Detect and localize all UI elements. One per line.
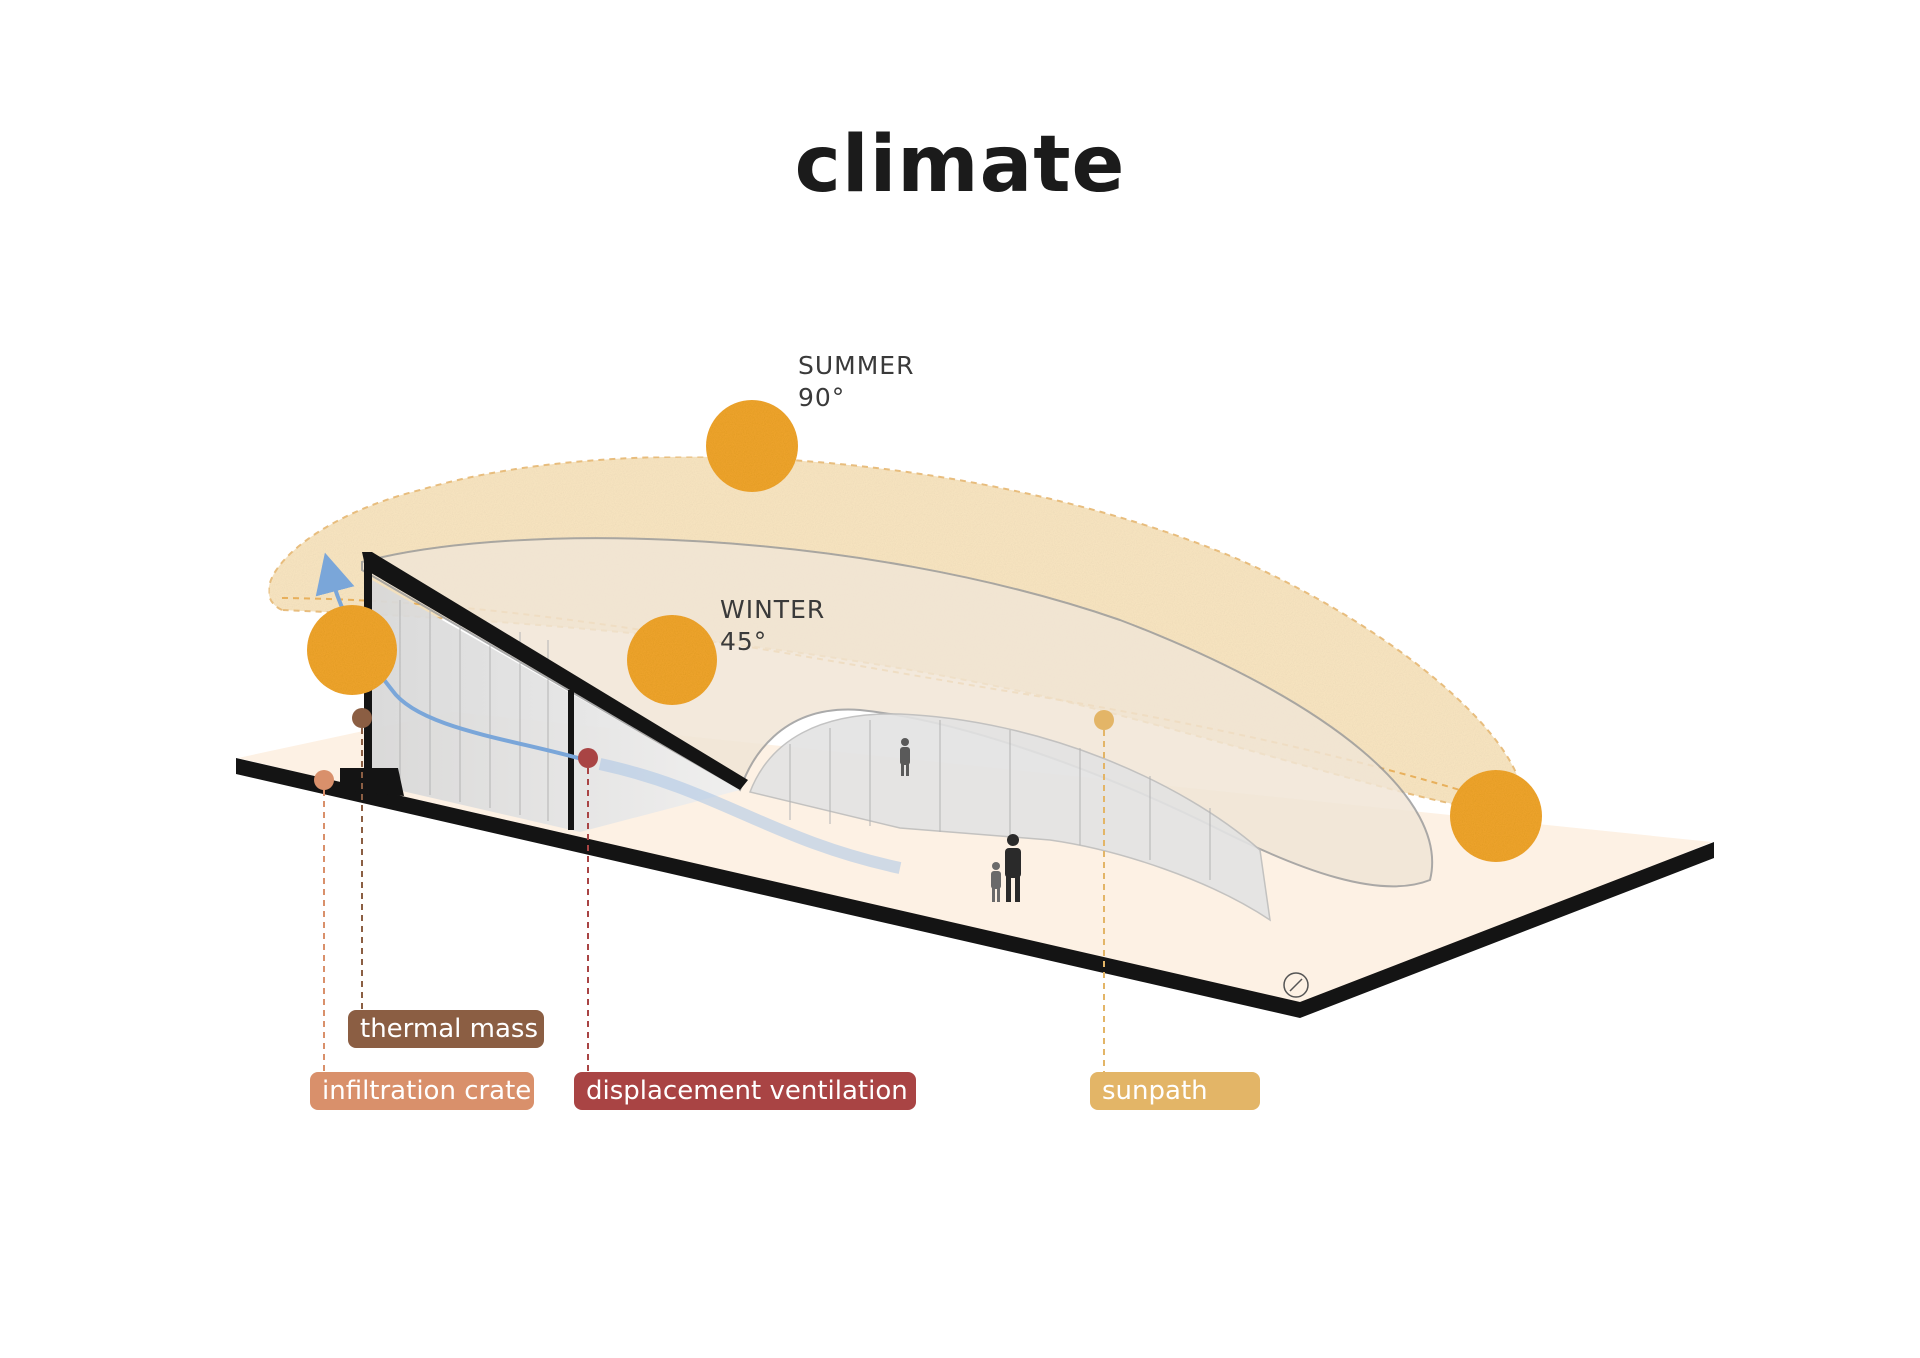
legend-thermal-mass-label: thermal mass	[360, 1014, 538, 1044]
sun-icon	[627, 615, 717, 705]
legend-displacement-ventilation-label: displacement ventilation	[586, 1076, 908, 1106]
legend-sunpath: sunpath	[1090, 1072, 1260, 1110]
winter-angle-text: 45°	[720, 626, 825, 658]
legend-thermal-mass: thermal mass	[348, 1010, 544, 1048]
summer-angle-text: 90°	[798, 382, 914, 414]
leader-infiltration-crate	[314, 770, 334, 1074]
legend-infiltration-crate-label: infiltration crate	[322, 1076, 531, 1106]
summer-season-text: SUMMER	[798, 351, 914, 380]
summer-sun-label: SUMMER 90°	[798, 350, 914, 414]
legend-infiltration-crate: infiltration crate	[310, 1072, 534, 1110]
legend-displacement-ventilation: displacement ventilation	[574, 1072, 916, 1110]
winter-season-text: WINTER	[720, 595, 825, 624]
sun-icon	[307, 605, 397, 695]
sun-icon	[706, 400, 798, 492]
winter-sun-label: WINTER 45°	[720, 594, 825, 658]
legend-sunpath-label: sunpath	[1102, 1076, 1208, 1106]
column-section	[568, 690, 574, 830]
sun-icon	[1450, 770, 1542, 862]
